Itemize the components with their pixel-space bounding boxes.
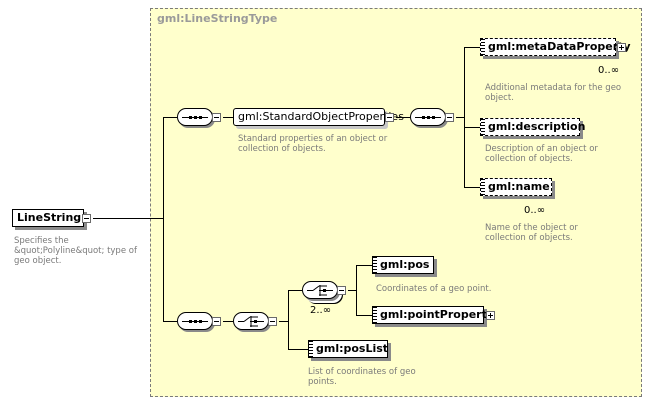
metadata-property-multiplicity: 0..∞	[598, 65, 620, 76]
standard-object-properties-collapse-icon[interactable]	[385, 113, 394, 122]
choice-compositor-inner[interactable]	[302, 281, 338, 299]
gml-name-multiplicity: 0..∞	[524, 205, 546, 216]
metadata-property-element[interactable]: gml:metaDataProperty	[480, 38, 631, 56]
grip-icon	[309, 341, 313, 357]
choice-icon	[238, 316, 264, 327]
gml-point-property-element[interactable]: gml:pointProperty	[372, 306, 494, 324]
metadata-property-description: Additional metadata for the geo object.	[485, 83, 622, 103]
standard-object-properties-group[interactable]: gml:StandardObjectProperties	[233, 108, 404, 126]
gml-pos-description: Coordinates of a geo point.	[376, 284, 492, 294]
metadata-property-expand-icon[interactable]	[617, 43, 626, 52]
type-group-title: gml:LineStringType	[157, 12, 278, 25]
gml-pos-label: gml:pos	[380, 258, 430, 271]
sequence-icon	[415, 116, 441, 119]
gml-point-property-expand-icon[interactable]	[486, 311, 495, 320]
gml-description-description: Description of an object or collection o…	[485, 144, 598, 164]
grip-icon	[481, 179, 485, 195]
grip-icon	[373, 307, 377, 323]
choice-icon	[307, 285, 333, 296]
sequence-compositor-top[interactable]	[177, 108, 213, 126]
choice-compositor-outer[interactable]	[233, 312, 269, 330]
linestring-description: Specifies the &quot;Polyline&quot; type …	[14, 236, 137, 266]
gml-name-description: Name of the object or collection of obje…	[485, 223, 578, 243]
gml-poslist-label: gml:posList	[316, 342, 389, 355]
linestring-collapse-icon[interactable]	[82, 214, 91, 223]
metadata-property-label: gml:metaDataProperty	[488, 40, 631, 53]
gml-name-label: gml:name	[488, 180, 550, 193]
gml-pos-element[interactable]: gml:pos	[372, 256, 434, 274]
sequence-bottom-collapse-icon[interactable]	[212, 317, 221, 326]
sequence-icon	[182, 116, 208, 119]
choice-inner-multiplicity: 2..∞	[310, 305, 332, 316]
grip-icon	[373, 257, 377, 273]
choice-outer-collapse-icon[interactable]	[268, 317, 277, 326]
gml-name-element[interactable]: gml:name	[480, 178, 552, 196]
grip-icon	[481, 39, 485, 55]
gml-description-element[interactable]: gml:description	[480, 118, 585, 136]
gml-poslist-description: List of coordinates of geo points.	[308, 367, 416, 387]
sequence-compositor-bottom[interactable]	[177, 312, 213, 330]
choice-inner-collapse-icon[interactable]	[337, 286, 346, 295]
sequence-compositor-inner[interactable]	[410, 108, 446, 126]
grip-icon	[481, 119, 485, 135]
linestring-label: LineString	[17, 211, 82, 224]
standard-object-properties-label: gml:StandardObjectProperties	[238, 110, 404, 123]
gml-point-property-label: gml:pointProperty	[380, 308, 495, 321]
linestring-element[interactable]: LineString	[12, 209, 84, 227]
gml-poslist-element[interactable]: gml:posList	[308, 340, 388, 358]
type-group-frame	[150, 8, 642, 397]
sequence-inner-collapse-icon[interactable]	[445, 113, 454, 122]
standard-object-properties-description: Standard properties of an object or coll…	[238, 134, 388, 154]
sequence-top-collapse-icon[interactable]	[212, 113, 221, 122]
gml-description-label: gml:description	[488, 120, 586, 133]
sequence-icon	[182, 320, 208, 323]
